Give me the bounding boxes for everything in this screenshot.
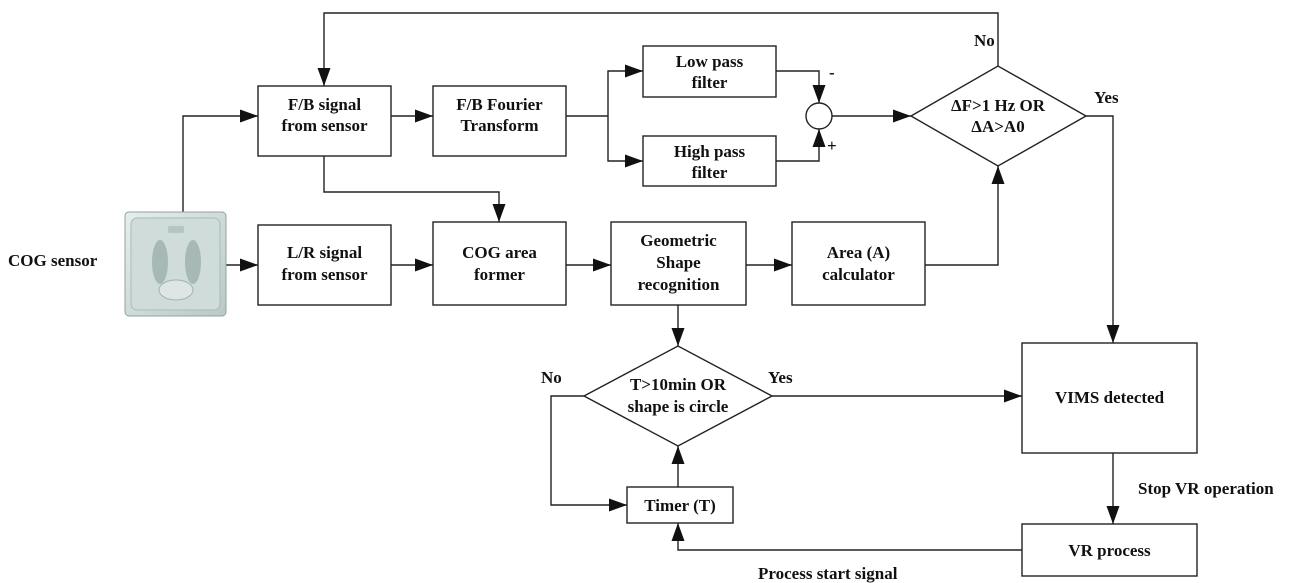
block-area-calc-line-1: Area (A)	[827, 243, 890, 262]
arrowhead	[240, 258, 258, 272]
label-cog-sensor: COG sensor	[8, 251, 98, 270]
summing-junction: - +	[805, 63, 837, 155]
arrow-to-low-pass	[607, 70, 643, 116]
arrowhead	[671, 328, 685, 346]
block-high-pass-line-2: filter	[692, 163, 728, 182]
sum-minus-sign: -	[829, 63, 835, 82]
cog-sensor-image	[124, 211, 227, 317]
decision-time: T>10min OR shape is circle	[582, 345, 774, 447]
decision-time-line-1: T>10min OR	[630, 375, 727, 394]
block-fb-fourier-line-1: F/B Fourier	[456, 95, 543, 114]
block-fb-signal: F/B signal from sensor	[257, 85, 392, 157]
block-fb-fourier-line-2: Transform	[460, 116, 538, 135]
label-time-yes: Yes	[768, 368, 793, 387]
arrowhead	[415, 258, 433, 272]
arrowhead	[240, 109, 258, 123]
block-area-calc: Area (A) calculator	[791, 221, 926, 306]
block-low-pass-line-1: Low pass	[676, 52, 744, 71]
arrowhead	[812, 85, 826, 103]
arrow-sensor-to-fb	[182, 115, 258, 212]
block-cog-area-line-2: former	[474, 265, 525, 284]
arrowhead	[609, 498, 627, 512]
label-delta-yes: Yes	[1094, 88, 1119, 107]
block-low-pass-line-2: filter	[692, 73, 728, 92]
arrowhead	[625, 154, 643, 168]
arrow-area-to-delta	[925, 166, 999, 266]
label-time-no: No	[541, 368, 562, 387]
arrowheads	[240, 64, 1120, 541]
arrowhead	[774, 258, 792, 272]
arrowhead	[893, 109, 911, 123]
arrow-delta-yes-to-vims	[1086, 115, 1114, 343]
label-stop-vr-operation: Stop VR operation	[1138, 479, 1274, 498]
arrow-vr-to-timer	[677, 523, 1022, 551]
decision-delta-line-2: ΔA>A0	[971, 117, 1024, 136]
block-high-pass: High pass filter	[642, 135, 777, 187]
block-fb-signal-line-1: F/B signal	[288, 95, 361, 114]
arrowhead	[671, 446, 685, 464]
block-geometric: Geometric Shape recognition	[610, 221, 747, 306]
block-low-pass: Low pass filter	[642, 45, 777, 98]
block-lr-signal: L/R signal from sensor	[257, 224, 392, 306]
decision-delta: ΔF>1 Hz OR ΔA>A0	[909, 65, 1088, 167]
arrowhead	[671, 523, 685, 541]
decision-delta-line-1: ΔF>1 Hz OR	[951, 96, 1046, 115]
sum-plus-sign: +	[827, 136, 837, 155]
arrowhead	[812, 129, 826, 147]
arrow-fb-to-cog	[323, 156, 500, 222]
block-cog-area: COG area former	[432, 221, 567, 306]
arrowhead	[1106, 325, 1120, 343]
block-lr-signal-line-1: L/R signal	[287, 243, 362, 262]
block-lr-signal-line-2: from sensor	[281, 265, 368, 284]
arrow-low-to-sum	[776, 70, 820, 103]
arrow-high-to-sum	[776, 129, 820, 162]
block-vr-process-label: VR process	[1068, 541, 1151, 560]
arrowhead	[991, 166, 1005, 184]
block-timer-label: Timer (T)	[644, 496, 716, 515]
arrowhead	[492, 204, 506, 222]
block-fb-signal-line-2: from sensor	[281, 116, 368, 135]
arrowhead	[593, 258, 611, 272]
arrow-to-high-pass	[607, 116, 643, 162]
block-geometric-line-1: Geometric	[640, 231, 717, 250]
label-process-start-signal: Process start signal	[758, 564, 898, 583]
block-high-pass-line-1: High pass	[674, 142, 746, 161]
block-vims-detected-label: VIMS detected	[1055, 388, 1165, 407]
block-geometric-line-2: Shape	[656, 253, 701, 272]
arrowhead	[317, 68, 331, 86]
arrowhead	[1106, 506, 1120, 524]
block-timer: Timer (T)	[626, 486, 734, 524]
block-vr-process: VR process	[1021, 523, 1198, 577]
arrowhead	[415, 109, 433, 123]
arrowhead	[625, 64, 643, 78]
label-delta-no: No	[974, 31, 995, 50]
block-area-calc-line-2: calculator	[822, 265, 895, 284]
block-geometric-line-3: recognition	[638, 275, 720, 294]
block-vims-detected: VIMS detected	[1021, 342, 1198, 454]
arrow-delta-no-loop	[323, 12, 999, 86]
block-cog-area-line-1: COG area	[462, 243, 537, 262]
decision-time-line-2: shape is circle	[628, 397, 729, 416]
block-fb-fourier: F/B Fourier Transform	[432, 85, 567, 157]
arrow-time-no-loop	[550, 395, 627, 506]
arrowhead	[1004, 389, 1022, 403]
